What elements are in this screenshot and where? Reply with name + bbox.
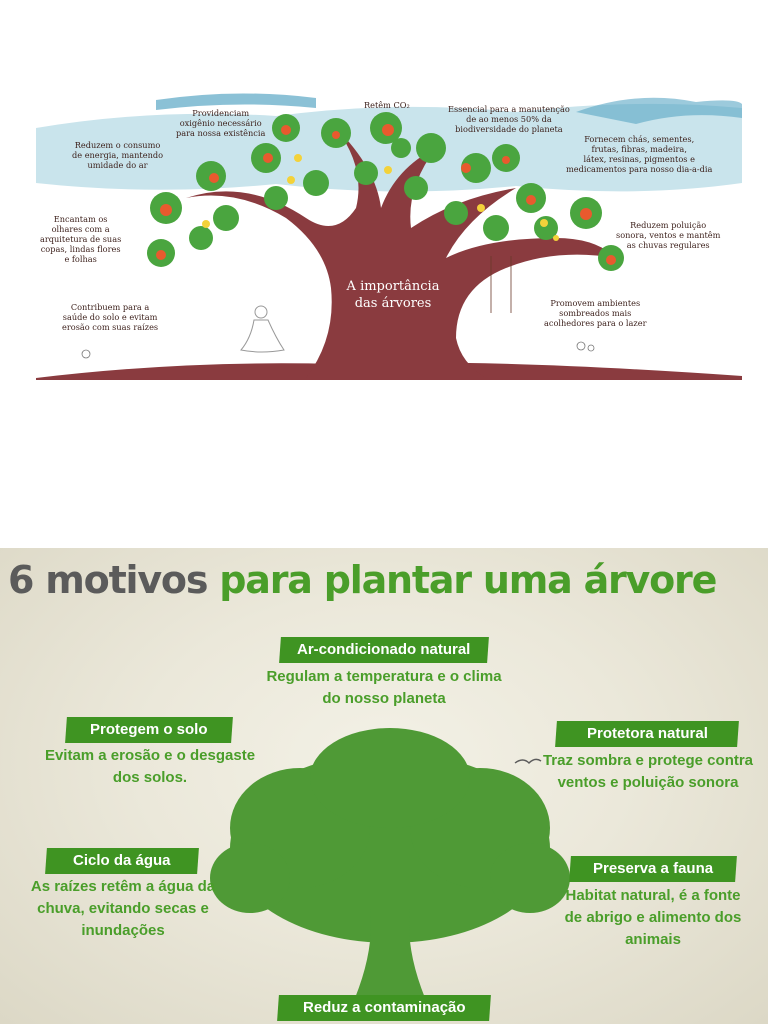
label-products: Fornecem chás, sementes,frutas, fibras, … [566, 134, 713, 174]
center-title-line: das árvores [354, 296, 432, 311]
ground-flowers [81, 341, 595, 359]
cloud-stroke [156, 93, 316, 110]
tag-protect-soil: Protegem o solo [65, 717, 233, 743]
poster-title-rest: para plantar uma árvore [219, 558, 717, 602]
tree-importance-infographic: A importância das árvores Reduzem o cons… [36, 88, 742, 380]
tree-fruits [156, 124, 616, 265]
tree-silhouette [210, 728, 570, 1008]
tag-preserve-fauna: Preserva a fauna [569, 856, 737, 882]
tree-trunk [186, 128, 616, 378]
six-reasons-poster: 6 motivos para plantar uma árvore Ar-con… [0, 548, 768, 1024]
center-title: A importância das árvores [328, 278, 458, 312]
tree-illustration [36, 93, 742, 380]
tag-water-cycle: Ciclo da água [45, 848, 199, 874]
label-co2: Retêm CO₂ [364, 100, 410, 110]
cloud-stroke [576, 97, 742, 124]
bird-icon [514, 758, 542, 764]
tag-reduce-pollution: Reduz a contaminação [277, 995, 491, 1021]
tag-air-conditioning: Ar-condicionado natural [279, 637, 489, 663]
tree-flowers [202, 154, 559, 241]
tag-natural-protector: Protetora natural [555, 721, 739, 747]
poster-title-number: 6 motivos [8, 558, 208, 602]
poster-title: 6 motivos para plantar uma árvore [8, 552, 768, 608]
sitting-person [240, 305, 285, 353]
center-title-line: A importância [346, 279, 440, 294]
